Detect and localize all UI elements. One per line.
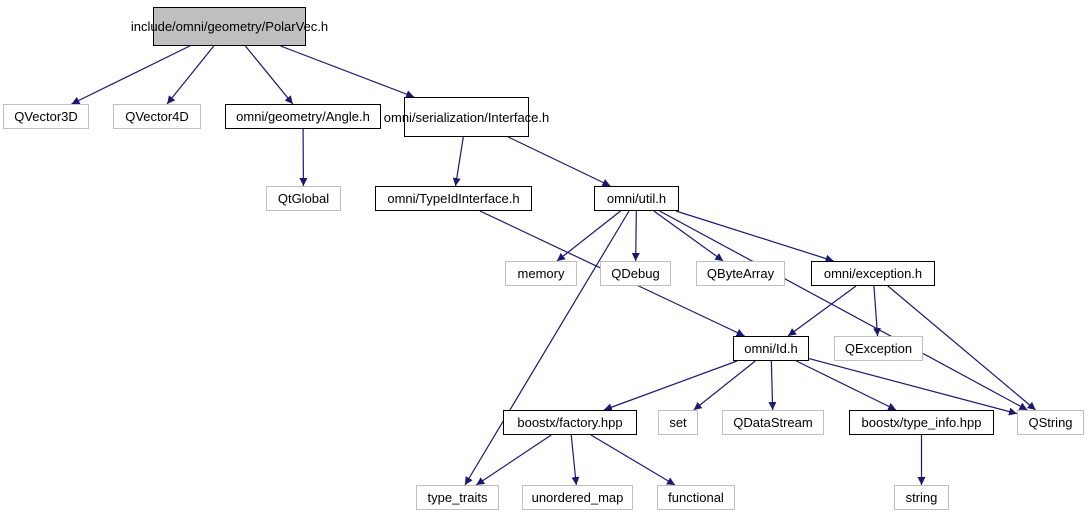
node-label: QDebug xyxy=(611,266,660,281)
node-qbytearray: QByteArray xyxy=(696,261,785,286)
node-label: QString xyxy=(1028,415,1073,430)
edge-polarvec-to-qvector4d xyxy=(166,45,215,105)
edge-id-to-typeinfo xyxy=(796,360,897,411)
edge-factory-to-type_traits xyxy=(475,434,552,486)
node-label: unordered_map xyxy=(531,490,624,505)
edge-factory-to-functional xyxy=(590,434,676,486)
edge-polarvec-to-interface xyxy=(280,45,415,98)
node-qvector3d: QVector3D xyxy=(3,104,89,129)
node-factory-hpp[interactable]: boostx/factory.hpp xyxy=(503,410,637,435)
edge-exception-to-qexception xyxy=(873,285,881,337)
edge-interface-to-util xyxy=(507,136,611,187)
node-id-h[interactable]: omni/Id.h xyxy=(733,336,809,361)
edge-id-to-qstring xyxy=(808,357,1018,416)
node-interface-h[interactable]: omni/serialization /Interface.h xyxy=(384,97,549,137)
node-string: string xyxy=(894,485,949,510)
node-label: omni/util.h xyxy=(606,191,667,206)
edge-util-to-qdebug xyxy=(631,210,640,262)
node-label: omni/exception.h xyxy=(823,266,923,281)
node-label: QException xyxy=(844,341,913,356)
node-typeidinterface-h[interactable]: omni/TypeIdInterface.h xyxy=(375,186,532,211)
node-label: QVector4D xyxy=(125,109,189,124)
node-set: set xyxy=(658,410,698,435)
node-angle-h[interactable]: omni/geometry/Angle.h xyxy=(225,104,381,129)
node-label: boostx/type_info.hpp xyxy=(861,415,982,430)
node-type-traits: type_traits xyxy=(416,485,499,510)
node-label: omni/TypeIdInterface.h xyxy=(387,191,520,206)
node-unordered-map: unordered_map xyxy=(522,485,633,510)
node-polarvec-h: include/omni/geometry /PolarVec.h xyxy=(131,7,328,46)
node-label: memory xyxy=(517,266,565,281)
edge-exception-to-qstring xyxy=(887,285,1036,411)
node-util-h[interactable]: omni/util.h xyxy=(594,186,679,211)
node-functional: functional xyxy=(657,485,735,510)
node-qexception: QException xyxy=(834,336,923,361)
node-label-line-2: /PolarVec.h xyxy=(261,19,329,34)
edge-id-to-qdatastream xyxy=(768,360,777,411)
node-label: QtGlobal xyxy=(277,191,330,206)
node-memory: memory xyxy=(505,261,577,286)
edge-id-to-factory xyxy=(603,360,738,411)
node-exception-h[interactable]: omni/exception.h xyxy=(811,261,935,286)
edge-polarvec-to-angle xyxy=(244,45,294,105)
edge-factory-to-unordered_map xyxy=(570,434,580,486)
node-label: string xyxy=(905,490,938,505)
node-type-info-hpp[interactable]: boostx/type_info.hpp xyxy=(849,410,994,435)
node-label: QVector3D xyxy=(14,109,78,124)
node-label-line-1: omni/serialization xyxy=(383,109,485,125)
node-label: set xyxy=(669,415,687,430)
node-label: boostx/factory.hpp xyxy=(517,415,623,430)
node-label: omni/geometry/Angle.h xyxy=(236,109,370,124)
node-label: functional xyxy=(668,490,724,505)
node-label-line-2: /Interface.h xyxy=(484,109,550,125)
node-qstring: QString xyxy=(1017,410,1084,435)
node-qvector4d: QVector4D xyxy=(113,104,201,129)
edge-util-to-qbytearray xyxy=(653,210,724,262)
node-label: omni/Id.h xyxy=(744,341,798,356)
edge-id-to-set xyxy=(693,360,756,411)
node-qtglobal: QtGlobal xyxy=(266,186,341,211)
node-qdatastream: QDataStream xyxy=(722,410,824,435)
node-label: QByteArray xyxy=(706,266,775,281)
edge-polarvec-to-qvector3d xyxy=(71,45,191,105)
edge-util-to-exception xyxy=(675,210,834,263)
edge-util-to-qstring xyxy=(659,210,1028,411)
edge-util-to-memory xyxy=(556,210,621,262)
node-label: QDataStream xyxy=(733,415,813,430)
node-label: type_traits xyxy=(427,490,488,505)
node-qdebug: QDebug xyxy=(600,261,671,286)
edge-exception-to-id xyxy=(787,285,857,337)
edge-interface-to-typeid xyxy=(452,136,464,187)
edge-util-to-type_traits xyxy=(464,210,630,486)
node-label-line-1: include/omni/geometry xyxy=(130,19,262,34)
